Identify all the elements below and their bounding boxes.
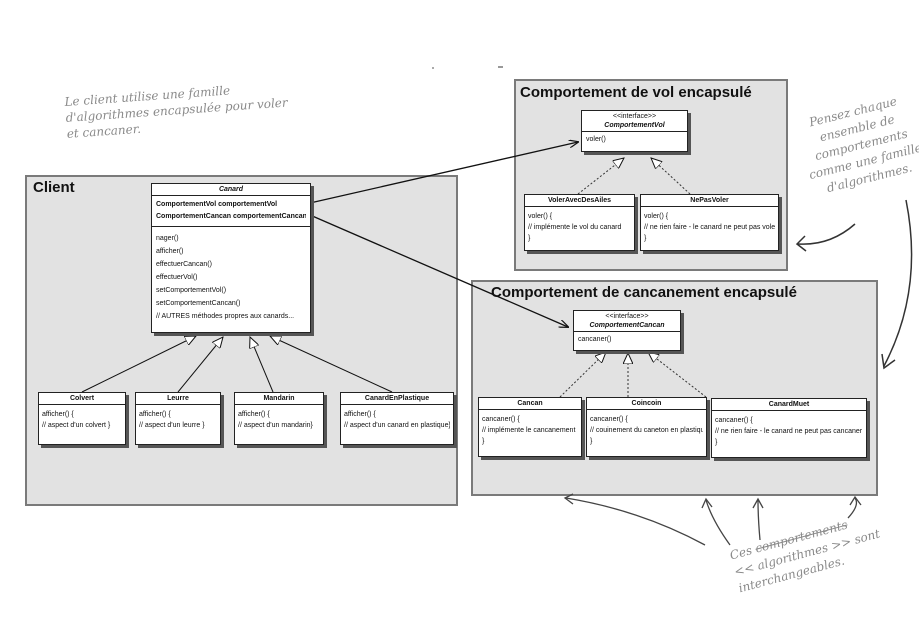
class-canard: Canard ComportementVol comportementVol C… bbox=[151, 183, 311, 333]
hand-arrow-quack bbox=[883, 199, 913, 367]
class-name: ComportementVol bbox=[604, 122, 665, 129]
class-name: ComportementCancan bbox=[589, 322, 665, 329]
method: effectuerVol() bbox=[156, 274, 198, 281]
class-body: afficher() { // aspect d'un leurre } bbox=[139, 411, 205, 429]
method: // AUTRES méthodes propres aux canards..… bbox=[156, 313, 295, 320]
class-body: cancaner() { // couinement du caneton en… bbox=[590, 416, 703, 445]
class-name: Cancan bbox=[479, 398, 581, 410]
class-name: NePasVoler bbox=[641, 195, 778, 207]
hand-arrow-b2 bbox=[705, 499, 731, 546]
class-methods: nager() afficher() effectuerCancan() eff… bbox=[152, 227, 310, 328]
class-leurre: Leurre afficher() { // aspect d'un leurr… bbox=[135, 392, 221, 445]
hand-arrow-b1 bbox=[565, 497, 706, 546]
class-name: CanardMuet bbox=[712, 399, 866, 411]
interface-comportement-vol: <<interface>> ComportementVol voler() bbox=[581, 110, 688, 152]
class-name: Mandarin bbox=[235, 393, 323, 405]
hand-arrow-b4-head bbox=[849, 495, 862, 506]
class-methods: voler() bbox=[582, 132, 687, 147]
method: nager() bbox=[156, 235, 179, 242]
class-cancan: Cancan cancaner() { // implémente le can… bbox=[478, 397, 582, 457]
method: effectuerCancan() bbox=[156, 261, 212, 268]
class-ne-pas-voler: NePasVoler voler() { // ne rien faire - … bbox=[640, 194, 779, 251]
class-name: Leurre bbox=[136, 393, 220, 405]
note-client: Le client utilise une famille d'algorith… bbox=[64, 78, 289, 141]
class-mandarin: Mandarin afficher() { // aspect d'un man… bbox=[234, 392, 324, 445]
panel-title-fly: Comportement de vol encapsulé bbox=[520, 84, 752, 101]
hand-arrow-fly-head bbox=[795, 235, 807, 252]
class-body: cancaner() { // ne rien faire - le canar… bbox=[715, 417, 863, 446]
class-coincoin: Coincoin cancaner() { // couinement du c… bbox=[586, 397, 707, 457]
panel-title-client: Client bbox=[33, 179, 75, 196]
note-families: Pensez chaque ensemble de comportements … bbox=[795, 90, 919, 200]
method: setComportementCancan() bbox=[156, 300, 241, 307]
note-interchangeable: Ces comportements << algorithmes >> sont… bbox=[728, 509, 886, 597]
class-name: Canard bbox=[152, 184, 310, 196]
method: setComportementVol() bbox=[156, 287, 227, 294]
class-voler-avec-des-ailes: VolerAvecDesAiles voler() { // implément… bbox=[524, 194, 635, 251]
hand-arrow-quack-head bbox=[881, 353, 896, 370]
class-name: Colvert bbox=[39, 393, 125, 405]
method: cancaner() bbox=[578, 336, 612, 343]
class-body: afficher() { // aspect d'un colvert } bbox=[42, 411, 111, 429]
class-methods: cancaner() bbox=[574, 332, 680, 347]
class-body: cancaner() { // implémente le cancanemen… bbox=[482, 416, 576, 445]
hand-arrow-b3 bbox=[757, 499, 761, 541]
attribute: ComportementCancan comportementCancan bbox=[156, 213, 306, 220]
class-name: Coincoin bbox=[587, 398, 706, 410]
interface-header: <<interface>> ComportementVol bbox=[582, 111, 687, 132]
interface-comportement-cancan: <<interface>> ComportementCancan cancane… bbox=[573, 310, 681, 351]
attribute: ComportementVol comportementVol bbox=[156, 201, 278, 208]
class-name: VolerAvecDesAiles bbox=[525, 195, 634, 207]
class-body: afficher() { // aspect d'un canard en pl… bbox=[344, 411, 450, 429]
class-name: CanardEnPlastique bbox=[341, 393, 453, 405]
class-colvert: Colvert afficher() { // aspect d'un colv… bbox=[38, 392, 126, 445]
class-body: voler() { // implémente le vol du canard… bbox=[528, 213, 622, 242]
method: voler() bbox=[586, 136, 606, 143]
class-body: voler() { // ne rien faire - le canard n… bbox=[644, 213, 775, 242]
class-canard-muet: CanardMuet cancaner() { // ne rien faire… bbox=[711, 398, 867, 458]
hand-arrow-fly bbox=[797, 223, 856, 245]
stereotype: <<interface>> bbox=[612, 113, 657, 120]
class-attributes: ComportementVol comportementVol Comporte… bbox=[152, 196, 310, 227]
stereotype: <<interface>> bbox=[605, 313, 649, 320]
hand-arrow-b2-head bbox=[701, 497, 713, 509]
hand-arrow-b3-head bbox=[752, 497, 764, 509]
panel-title-quack: Comportement de cancanement encapsulé bbox=[491, 284, 797, 301]
interface-header: <<interface>> ComportementCancan bbox=[574, 311, 680, 332]
method: afficher() bbox=[156, 248, 184, 255]
class-body: afficher() { // aspect d'un mandarin} bbox=[238, 411, 313, 429]
class-canard-en-plastique: CanardEnPlastique afficher() { // aspect… bbox=[340, 392, 454, 445]
